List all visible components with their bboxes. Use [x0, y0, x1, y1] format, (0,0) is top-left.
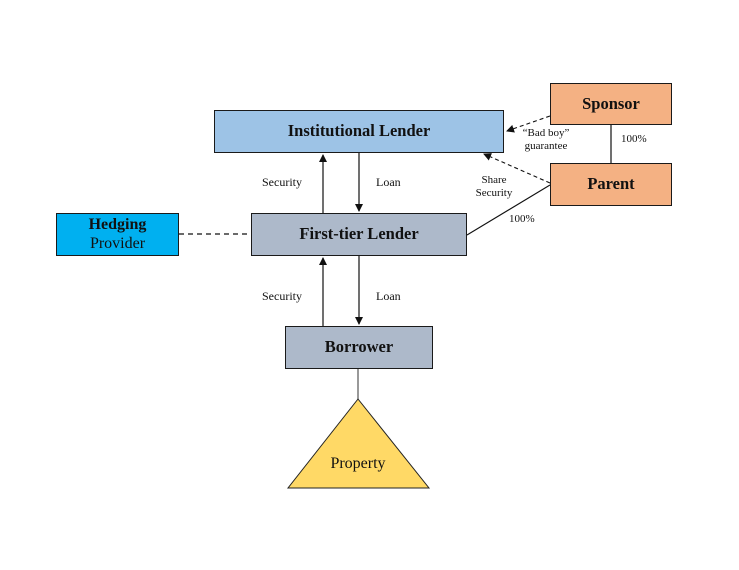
share-security-label: Share Security [468, 174, 520, 199]
sponsor-box: Sponsor [550, 83, 672, 125]
hedging-provider-line1: Hedging [88, 216, 147, 234]
hedging-provider-box: Hedging Provider [56, 213, 179, 256]
hedging-provider-line2: Provider [89, 234, 146, 252]
borrower-label: Borrower [324, 337, 394, 357]
lower-security-label: Security [262, 289, 302, 303]
borrower-box: Borrower [285, 326, 433, 369]
sponsor-parent-percent: 100% [621, 133, 647, 145]
share-security-arrow [483, 153, 551, 184]
share-line1: Share [481, 174, 507, 186]
bad-boy-guarantee-arrow [506, 115, 551, 133]
institutional-lender-box: Institutional Lender [214, 110, 504, 153]
parent-box: Parent [550, 163, 672, 206]
upper-security-label: Security [262, 175, 302, 189]
bad-boy-line1: “Bad boy” [522, 127, 570, 139]
first-tier-lender-box: First-tier Lender [251, 213, 467, 256]
share-line2: Security [475, 186, 513, 199]
bad-boy-line2: guarantee [524, 139, 568, 152]
parent-label: Parent [587, 174, 635, 194]
property-triangle [286, 398, 431, 489]
property-label: Property [330, 455, 386, 472]
bad-boy-guarantee-label: “Bad boy” guarantee [516, 127, 576, 152]
sponsor-label: Sponsor [582, 93, 640, 113]
lower-loan-label: Loan [376, 289, 401, 303]
first-tier-lender-label: First-tier Lender [299, 224, 419, 244]
upper-loan-label: Loan [376, 175, 401, 189]
parent-first-tier-link [466, 184, 551, 236]
institutional-lender-label: Institutional Lender [287, 121, 431, 141]
parent-first-tier-percent: 100% [509, 213, 535, 225]
